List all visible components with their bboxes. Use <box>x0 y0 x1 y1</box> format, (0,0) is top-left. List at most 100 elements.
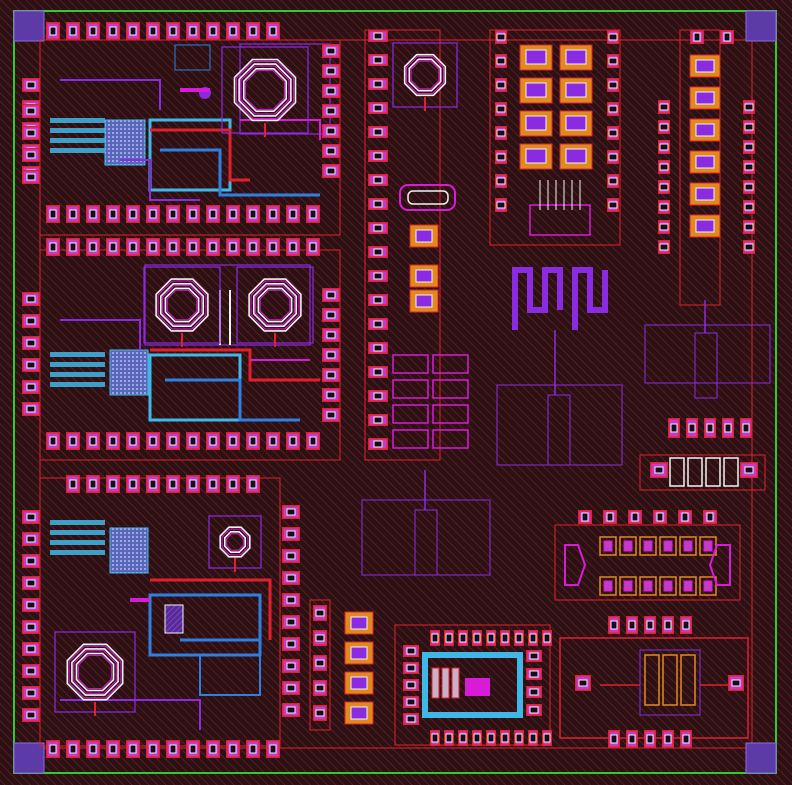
finger <box>431 667 440 699</box>
finger-trace <box>50 362 105 367</box>
transistor-cell <box>392 354 429 374</box>
bond-pad <box>607 54 619 68</box>
bond-pad <box>22 358 40 372</box>
mim-core <box>350 706 368 720</box>
mim-core <box>695 59 715 73</box>
bond-pad <box>486 630 496 646</box>
bond-pad <box>607 78 619 92</box>
bond-pad <box>22 532 40 546</box>
bond-pad <box>266 22 280 40</box>
bond-pad <box>368 54 388 66</box>
bond-pad <box>282 681 300 695</box>
finger-trace <box>50 530 105 535</box>
bond-pad <box>526 704 542 716</box>
bond-pad <box>368 342 388 354</box>
metal-trace <box>572 267 608 330</box>
spiral-inductor <box>208 515 262 572</box>
bond-pad <box>322 164 340 178</box>
metal-trace <box>60 319 141 350</box>
bond-pad <box>186 432 200 450</box>
bond-pad <box>313 630 327 646</box>
gate <box>623 540 633 552</box>
mim-core <box>565 82 587 98</box>
taper <box>564 544 587 586</box>
test-pad <box>694 332 718 399</box>
bond-pad <box>495 150 507 164</box>
bond-pad <box>368 366 388 378</box>
mim-core <box>565 49 587 65</box>
mim-core <box>695 187 715 201</box>
mim-core <box>350 676 368 690</box>
bond-pad <box>703 510 717 524</box>
transistor-cell <box>432 404 469 424</box>
device-cell <box>669 457 685 487</box>
bond-pad <box>146 740 160 758</box>
bond-pad <box>226 475 240 493</box>
bond-pad <box>444 730 454 746</box>
device-cell <box>687 457 703 487</box>
bond-pad <box>658 140 670 154</box>
bond-pad <box>368 126 388 138</box>
test-pad <box>547 394 571 466</box>
block-rect <box>639 649 701 716</box>
finger-trace <box>50 128 105 133</box>
spiral-inductor <box>54 631 136 716</box>
bond-pad <box>266 432 280 450</box>
bond-pad <box>650 462 668 478</box>
metal-trace <box>150 578 272 640</box>
finger-trace <box>50 540 105 545</box>
bond-pad <box>226 22 240 40</box>
transistor-cell <box>619 536 637 556</box>
inductor-frame <box>144 264 311 346</box>
bond-pad <box>368 198 388 210</box>
bond-pad <box>22 148 40 162</box>
mim-core <box>415 294 433 308</box>
corner-marks <box>13 10 777 774</box>
bond-pad <box>458 630 468 646</box>
bond-pad <box>186 22 200 40</box>
bond-pad <box>146 22 160 40</box>
gate <box>623 580 633 592</box>
mim-core <box>415 269 433 283</box>
bond-pad <box>686 418 698 438</box>
transistor-cell <box>392 404 429 424</box>
transistor-cell <box>679 576 697 596</box>
transistor-cell <box>699 576 717 596</box>
via-array <box>109 527 149 574</box>
bond-pad <box>626 616 638 634</box>
bond-pad <box>313 705 327 721</box>
bond-pad <box>22 336 40 350</box>
bond-pad <box>578 510 592 524</box>
bond-pad <box>282 549 300 563</box>
bond-pad <box>704 418 716 438</box>
bond-pad <box>430 730 440 746</box>
metal-trace <box>60 79 161 110</box>
gate <box>643 580 653 592</box>
bond-pad <box>495 78 507 92</box>
bond-pad <box>495 126 507 140</box>
via-array <box>109 349 149 396</box>
capacitor <box>407 190 449 205</box>
spiral-inductor <box>392 42 458 111</box>
mim-core <box>525 49 547 65</box>
bond-pad <box>322 84 340 98</box>
transistor-cell <box>529 204 591 236</box>
device-cell <box>662 654 678 706</box>
bond-pad <box>526 686 542 698</box>
bond-pad <box>46 740 60 758</box>
bond-pad <box>495 174 507 188</box>
bond-pad <box>607 30 619 44</box>
bond-pad <box>126 22 140 40</box>
bond-pad <box>146 205 160 223</box>
mim-core <box>525 148 547 164</box>
bond-pad <box>403 679 419 691</box>
metal-trace <box>120 159 200 201</box>
bond-pad <box>86 238 100 256</box>
bond-pad <box>658 220 670 234</box>
test-pad <box>414 509 438 576</box>
bond-pad <box>22 554 40 568</box>
finger-trace <box>50 118 105 123</box>
bond-pad <box>166 238 180 256</box>
